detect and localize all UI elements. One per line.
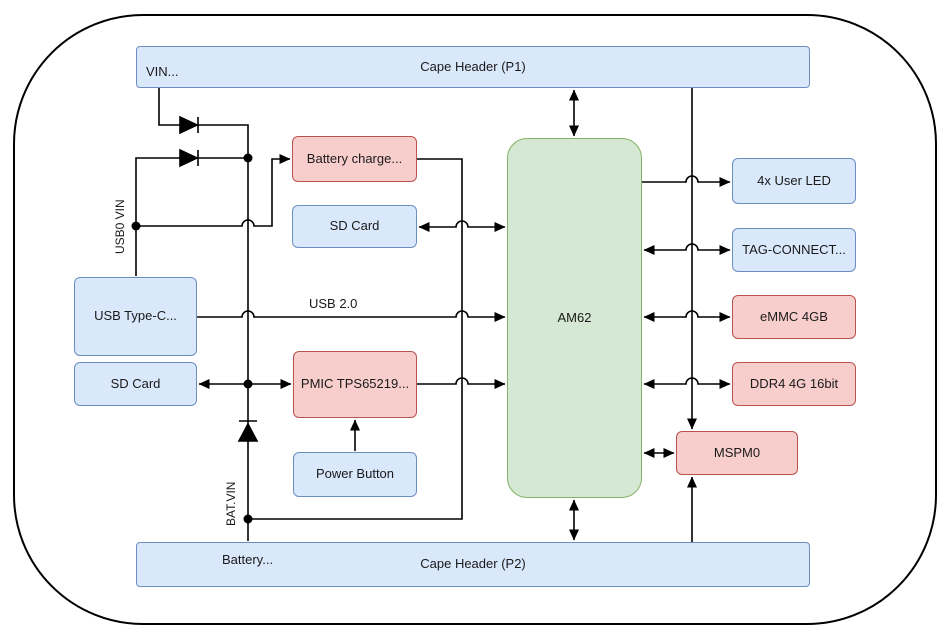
wire-am62-ddr4 xyxy=(643,377,731,389)
tag-connect-label: TAG-CONNECT... xyxy=(742,241,846,257)
node-tag-connect: TAG-CONNECT... xyxy=(732,228,856,272)
wire-usb0-rail xyxy=(136,154,291,227)
cape-header-p1-label: Cape Header (P1) xyxy=(420,58,526,74)
sd-card-mid-label: SD Card xyxy=(329,218,380,234)
cape-header-p2: Cape Header (P2) xyxy=(136,542,810,587)
ddr4-label: DDR4 4G 16bit xyxy=(749,375,839,391)
node-emmc: eMMC 4GB xyxy=(732,295,856,339)
vin-label: VIN... xyxy=(146,64,179,79)
wire-am62-tag xyxy=(643,243,731,255)
wire-vin-feed xyxy=(158,88,249,156)
battery-label: Battery... xyxy=(222,552,274,567)
node-usb-type-c: USB Type-C... xyxy=(74,277,197,356)
usb0-vin-label: USB0 VIN xyxy=(113,199,127,254)
pmic-label: PMIC TPS65219... xyxy=(300,376,410,392)
usb-type-c-label: USB Type-C... xyxy=(94,308,177,324)
node-ddr4: DDR4 4G 16bit xyxy=(732,362,856,406)
diode-usb0 xyxy=(179,148,199,168)
junction-dot xyxy=(243,379,253,389)
diode-batvin xyxy=(237,420,259,442)
wire-am62-led xyxy=(642,175,731,187)
wire-usb2 xyxy=(197,310,506,322)
node-mspm0: MSPM0 xyxy=(676,431,798,475)
power-button-label: Power Button xyxy=(315,466,395,482)
wire-sdmid-am62 xyxy=(418,220,506,232)
node-user-led: 4x User LED xyxy=(732,158,856,204)
am62-label: AM62 xyxy=(557,309,592,325)
node-sd-card-mid: SD Card xyxy=(292,205,417,248)
wire-am62-emmc xyxy=(643,310,731,322)
bat-vin-label: BAT.VIN xyxy=(224,481,238,526)
board-outline xyxy=(13,14,937,625)
node-am62: AM62 xyxy=(507,138,642,498)
wire-charger-loop xyxy=(250,158,463,520)
junction-dot xyxy=(243,153,253,163)
node-sd-card-left: SD Card xyxy=(74,362,197,406)
battery-charger-label: Battery charge... xyxy=(306,150,403,166)
junction-dot xyxy=(243,514,253,524)
node-power-button: Power Button xyxy=(293,452,417,497)
wire-pmic-am62 xyxy=(417,377,506,389)
sd-card-left-label: SD Card xyxy=(110,375,161,391)
mspm0-label: MSPM0 xyxy=(713,444,761,460)
wire-usb0-diode-line xyxy=(135,157,248,276)
cape-header-p2-label: Cape Header (P2) xyxy=(420,556,526,572)
diode-vin xyxy=(179,115,199,135)
user-led-label: 4x User LED xyxy=(757,172,831,188)
emmc-label: eMMC 4GB xyxy=(760,308,828,324)
usb2-label: USB 2.0 xyxy=(309,296,358,311)
node-battery-charger: Battery charge... xyxy=(292,136,417,182)
cape-header-p1: Cape Header (P1) xyxy=(136,46,810,88)
node-pmic: PMIC TPS65219... xyxy=(293,351,417,418)
junction-dot xyxy=(131,221,141,231)
